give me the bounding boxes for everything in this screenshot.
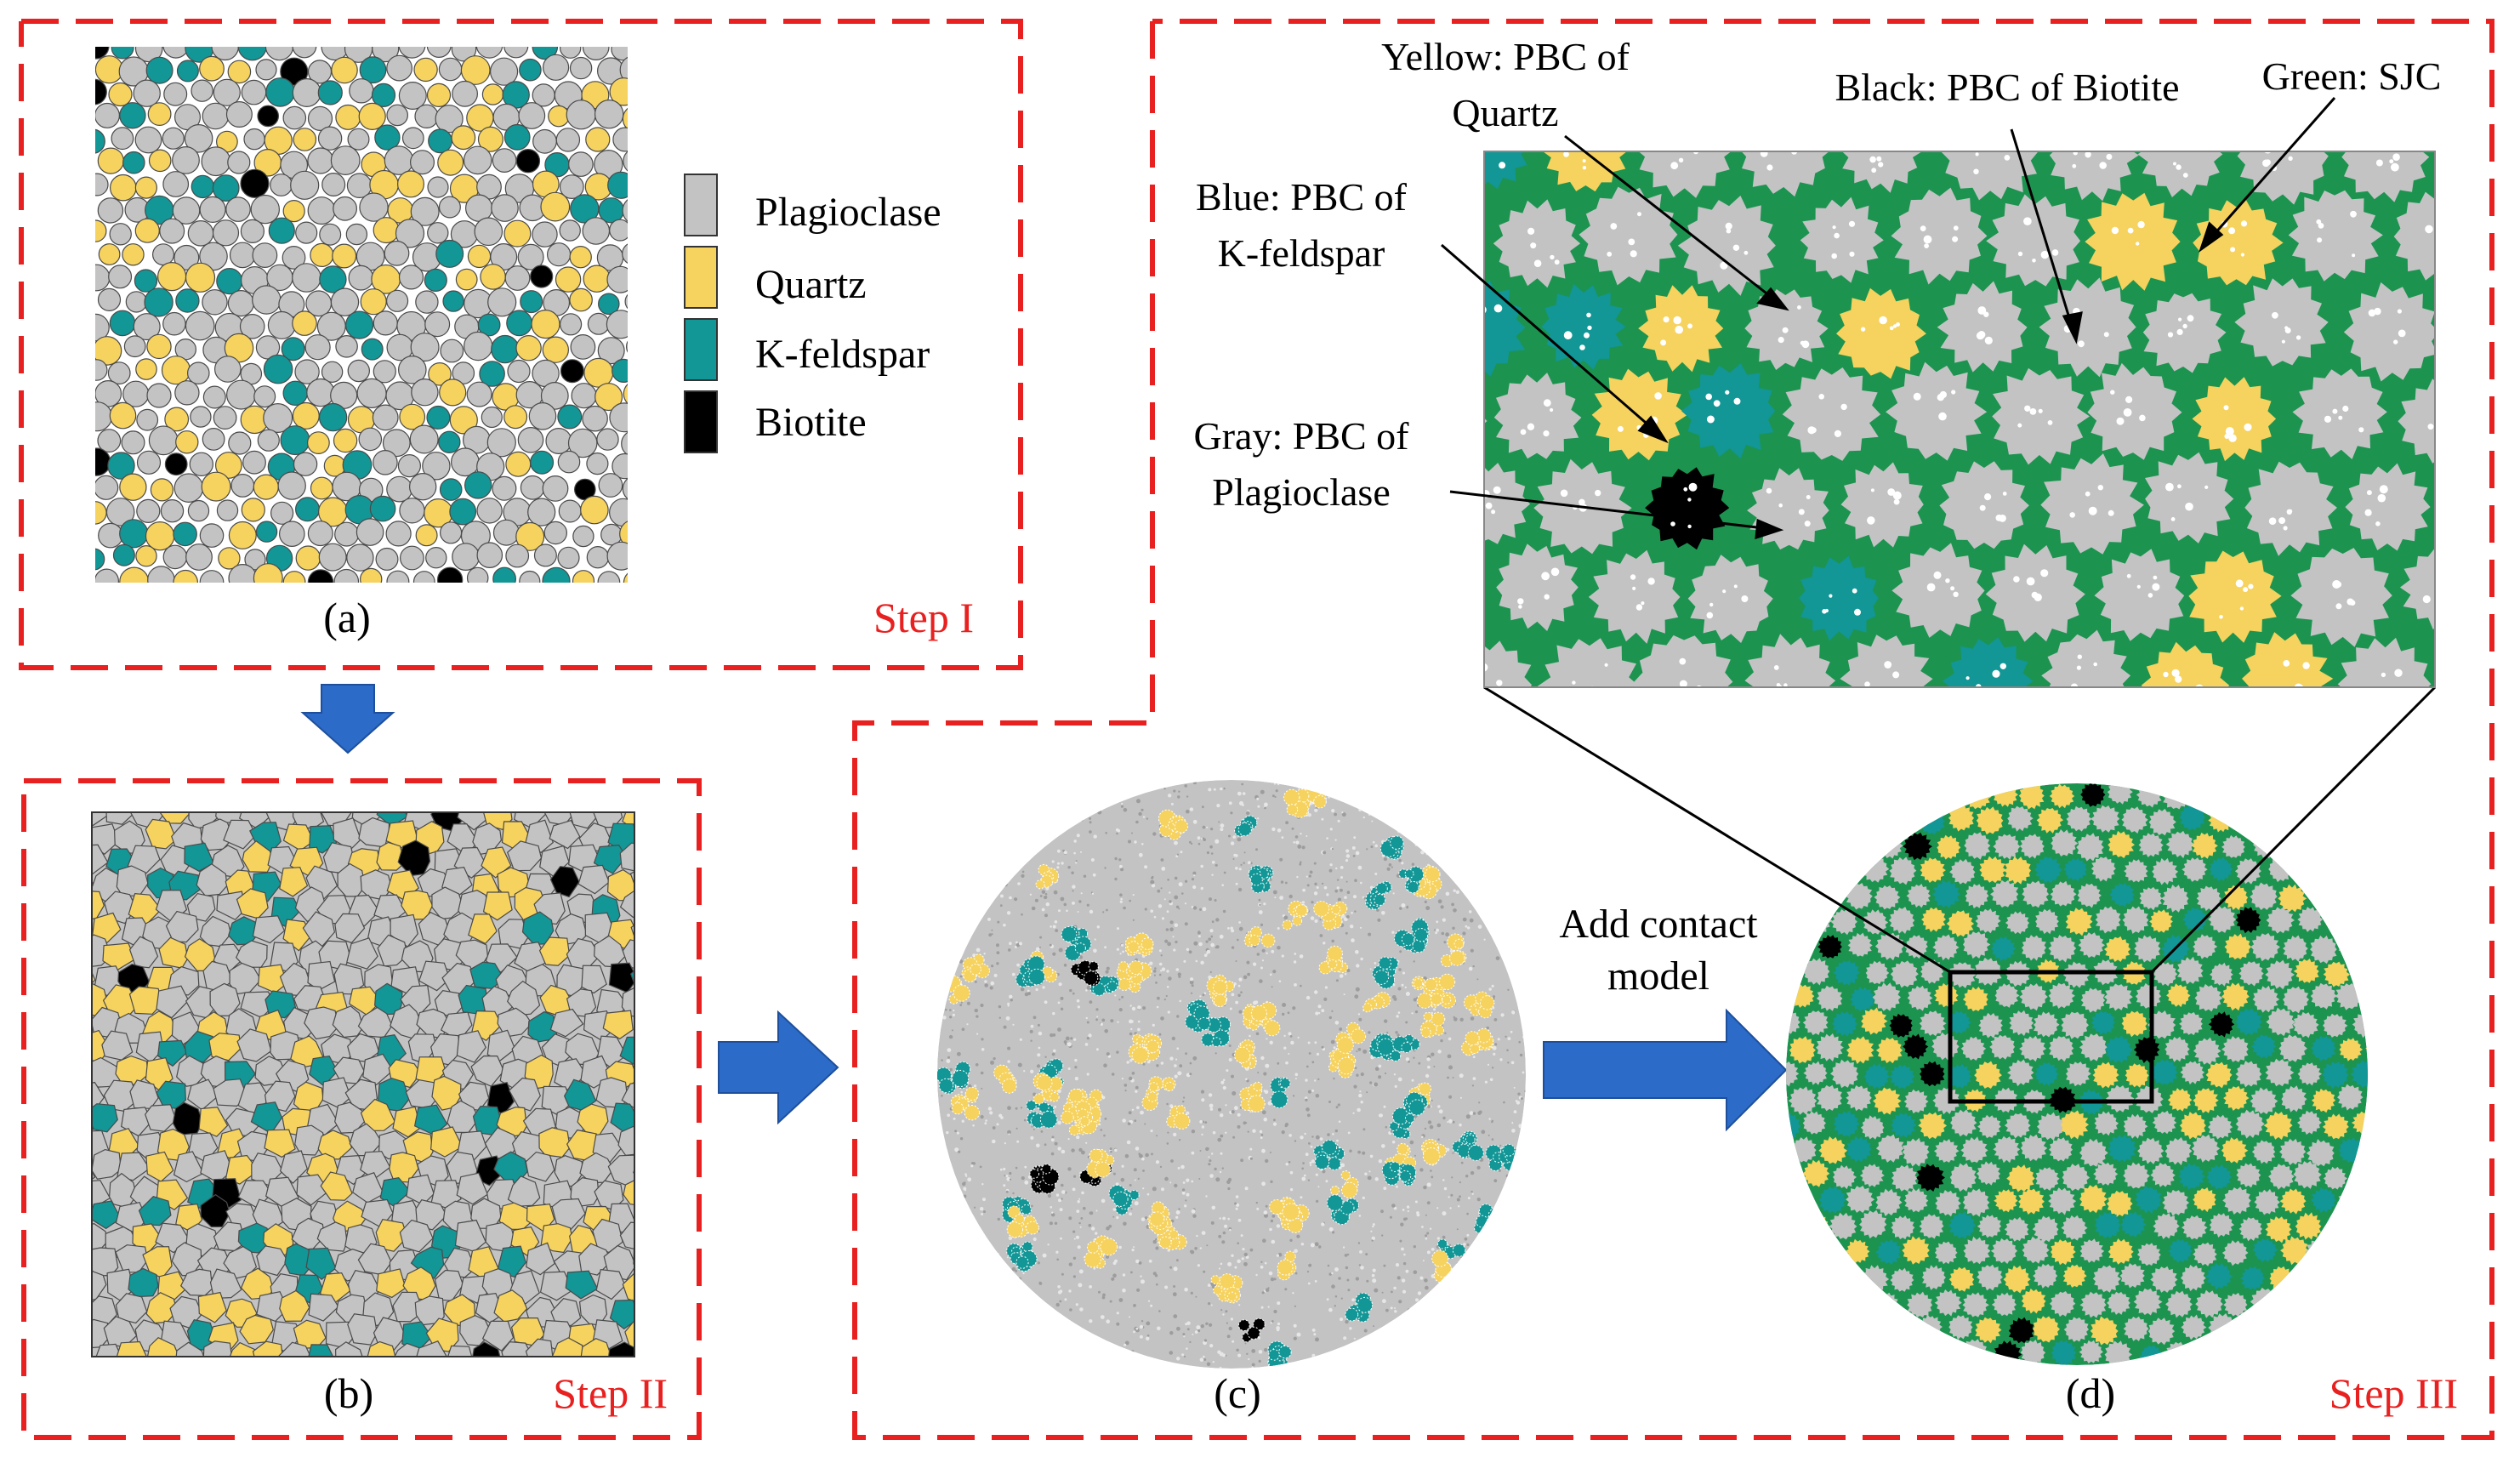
legend-swatch-biotite xyxy=(684,390,718,453)
step-1-border xyxy=(852,19,2494,1440)
panel-a-caption: (a) xyxy=(323,594,371,641)
step-3-label: Step III xyxy=(2329,1369,2458,1417)
panel-a-particles xyxy=(95,47,628,583)
annotation-yellow-line1: Yellow: PBC of xyxy=(1381,35,1630,78)
zoom-line-right xyxy=(2150,686,2437,974)
step-2-label: Step II xyxy=(553,1369,668,1417)
legend-label-quartz: Quartz xyxy=(755,262,867,307)
zoom-box xyxy=(1948,970,2154,1104)
step-1-label: Step I xyxy=(873,594,974,641)
annotation-yellow-line2: Quartz xyxy=(1452,91,1558,134)
annotation-black: Black: PBC of Biotite xyxy=(1835,65,2179,109)
annotation-gray-line1: Gray: PBC of xyxy=(1194,414,1410,458)
arrow-label-line2: model xyxy=(1607,953,1709,999)
legend-label-plagioclase: Plagioclase xyxy=(755,190,941,235)
annotation-blue-line1: Blue: PBC of xyxy=(1196,175,1408,219)
annotation-blue-line2: K-feldspar xyxy=(1218,231,1385,275)
right-arrow-b-to-c xyxy=(718,1010,839,1125)
legend-label-kfeldspar: K-feldspar xyxy=(755,332,930,377)
legend-label-biotite: Biotite xyxy=(755,400,867,445)
legend-swatch-plagioclase xyxy=(684,174,718,236)
annotations: Yellow: PBC of Quartz Black: PBC of Biot… xyxy=(1194,35,2442,514)
step-2-border xyxy=(21,778,702,1440)
step-1-box-border xyxy=(19,19,1023,670)
panel-b-polygons xyxy=(92,812,634,1357)
panel-d-caption: (d) xyxy=(2066,1369,2115,1417)
panel-d-specimen xyxy=(1786,783,2368,1365)
legend-swatch-kfeldspar xyxy=(684,318,718,381)
down-arrow xyxy=(300,684,395,754)
panel-c-caption: (c) xyxy=(1214,1369,1261,1417)
arrow-label-line1: Add contact xyxy=(1559,902,1758,947)
legend: Plagioclase Quartz K-feldspar Biotite xyxy=(684,174,941,453)
step-borders xyxy=(19,19,2494,1440)
zoom-line-left xyxy=(1483,686,1951,974)
legend-swatch-quartz xyxy=(684,246,718,309)
annotation-green: Green: SJC xyxy=(2262,54,2442,98)
annotation-arrows xyxy=(1441,97,2336,540)
panel-c-specimen xyxy=(937,780,1526,1369)
panel-b-caption: (b) xyxy=(324,1369,373,1417)
right-arrow-c-to-d xyxy=(1543,1008,1788,1132)
annotation-gray-line2: Plagioclase xyxy=(1212,470,1391,514)
